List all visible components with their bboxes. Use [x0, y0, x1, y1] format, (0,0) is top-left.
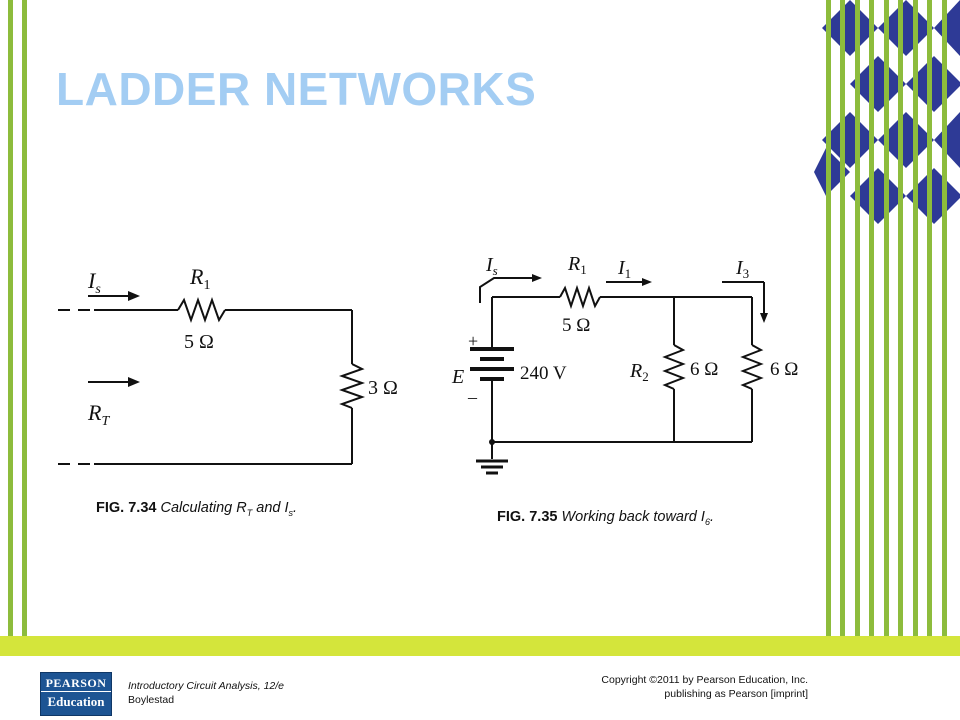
fig735-plus-sign: +	[468, 331, 478, 351]
fig735-i3-label: I	[735, 257, 744, 279]
fig734-caption-text: Calculating R	[160, 500, 247, 516]
figure-7-35-caption: FIG. 7.35 Working back toward I6.	[497, 509, 714, 527]
right-stripes	[826, 0, 947, 660]
fig735-i3-sub: 3	[743, 266, 750, 281]
copyright-line1: Copyright ©2011 by Pearson Education, In…	[601, 674, 808, 686]
figure-7-34-caption: FIG. 7.34 Calculating RT and Is.	[96, 500, 297, 518]
fig734-caption-sub1: T	[246, 507, 253, 518]
svg-text:R2: R2	[629, 360, 649, 384]
svg-text:I3: I3	[735, 257, 749, 281]
fig734-caption-mid: and I	[252, 500, 289, 516]
fig735-i1-label: I	[617, 257, 626, 279]
book-title: Introductory Circuit Analysis, 12/e	[128, 680, 285, 692]
fig735-r2-sub: 2	[642, 369, 649, 384]
svg-text:R1: R1	[567, 253, 587, 277]
background-decoration	[8, 0, 960, 660]
fig735-caption-end: .	[709, 509, 714, 525]
fig735-caption-sub1: 6	[704, 516, 710, 527]
fig734-number: FIG. 7.34	[96, 500, 157, 516]
fig735-minus-sign: –	[467, 387, 478, 407]
fig735-r1-value: 5 Ω	[562, 315, 590, 336]
circuit-diagram-7-34: Is R1 5 Ω RT 3 Ω	[58, 264, 398, 465]
svg-text:R1: R1	[189, 264, 210, 293]
fig734-r1-value: 5 Ω	[184, 331, 214, 353]
fig735-source-value: 240 V	[520, 363, 567, 384]
svg-text:Is: Is	[87, 268, 101, 297]
book-info: Introductory Circuit Analysis, 12/e Boyl…	[128, 679, 284, 707]
fig734-rt-label: R	[87, 400, 102, 425]
copyright-line2: publishing as Pearson [imprint]	[664, 688, 808, 700]
figure-7-35-circuit: Is R1 5 Ω I1 I3 + E – 240 V R2 6 Ω 6 Ω	[440, 245, 822, 495]
fig734-rt-sub: T	[101, 414, 110, 429]
svg-text:Is: Is	[485, 254, 498, 278]
footer-band	[0, 636, 960, 656]
copyright: Copyright ©2011 by Pearson Education, In…	[601, 673, 808, 701]
fig734-caption-sub2: s	[288, 507, 294, 518]
fig735-is-label: I	[485, 254, 494, 276]
fig735-caption-text: Working back toward I	[561, 509, 705, 525]
fig735-r2-value: 6 Ω	[690, 359, 718, 380]
svg-text:RT: RT	[87, 400, 110, 429]
fig734-load-value: 3 Ω	[368, 377, 398, 399]
book-author: Boylestad	[128, 694, 175, 706]
fig734-is-sub: s	[95, 282, 101, 297]
left-stripes	[8, 0, 27, 640]
fig735-i1-sub: 1	[625, 266, 632, 281]
figure-7-34-circuit: Is R1 5 Ω RT 3 Ω	[44, 252, 422, 482]
fig735-r2-label: R	[629, 360, 642, 382]
fig734-r1-label: R	[189, 264, 204, 289]
slide-title: LADDER NETWORKS	[56, 63, 537, 115]
pearson-logo: PEARSON Education	[40, 672, 112, 716]
fig734-caption-end: .	[293, 500, 298, 516]
fig735-r1-label: R	[567, 253, 580, 275]
fig734-is-label: I	[87, 268, 97, 293]
logo-line2: Education	[47, 694, 105, 709]
fig735-r3-value: 6 Ω	[770, 359, 798, 380]
fig734-r1-sub: 1	[203, 278, 210, 293]
circuit-diagram-7-35: Is R1 5 Ω I1 I3 + E – 240 V R2 6 Ω 6 Ω	[451, 253, 798, 475]
fig735-source-label: E	[451, 366, 464, 388]
logo-line1: PEARSON	[45, 676, 107, 690]
fig735-number: FIG. 7.35	[497, 509, 558, 525]
fig735-is-sub: s	[493, 263, 498, 278]
footer	[0, 656, 960, 720]
fig735-r1-sub: 1	[580, 262, 587, 277]
svg-text:I1: I1	[617, 257, 631, 281]
